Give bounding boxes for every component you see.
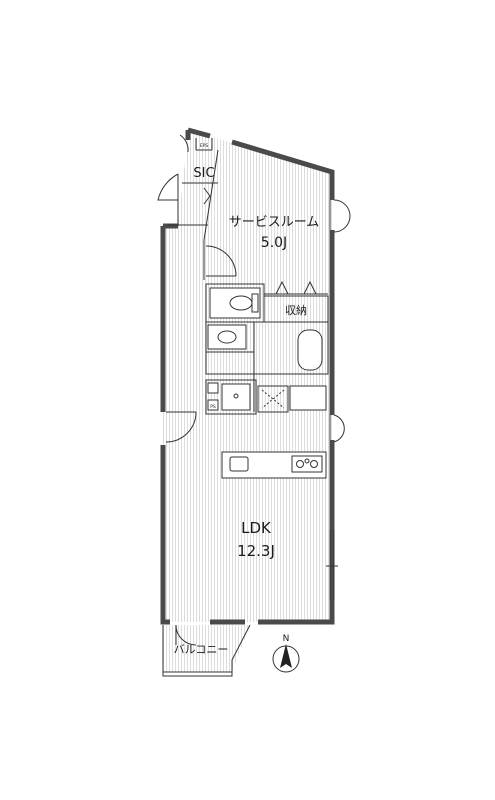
wash-bath-area xyxy=(205,321,329,412)
floor-area xyxy=(163,130,332,672)
balcony-label: バルコニー xyxy=(174,643,229,656)
laundry-area: PS xyxy=(205,379,257,415)
entrance-area: EPS SIC xyxy=(157,134,219,280)
kitchen-back xyxy=(257,385,327,413)
ldk-label: LDK xyxy=(241,519,272,537)
service-room-door xyxy=(205,245,237,277)
toilet-icon xyxy=(229,295,253,311)
storage-label: 収納 xyxy=(285,304,307,317)
sink-icon xyxy=(217,330,237,344)
storage: 収納 xyxy=(263,280,329,323)
balcony: バルコニー xyxy=(162,624,251,677)
bathtub-icon xyxy=(297,329,323,371)
eps-label: EPS xyxy=(200,143,209,149)
ldk-entry-door xyxy=(165,411,197,443)
ps-label: PS xyxy=(210,404,216,410)
service-room-label: サービスルーム xyxy=(229,215,320,230)
sic-label: SIC xyxy=(193,166,214,181)
compass-label: N xyxy=(283,634,290,644)
north-arrow-icon xyxy=(280,644,292,668)
stove-icon xyxy=(291,455,323,473)
ldk-balcony-window xyxy=(326,530,338,600)
ldk-size: 12.3J xyxy=(237,542,275,560)
compass: N xyxy=(272,634,300,673)
ldk-east-window xyxy=(329,414,345,443)
kitchen-sink-icon xyxy=(229,456,249,472)
toilet-room xyxy=(205,283,265,323)
service-room-window xyxy=(329,199,351,233)
service-room-size: 5.0J xyxy=(261,235,287,251)
kitchen-counter xyxy=(221,451,327,479)
outer-walls xyxy=(160,127,335,625)
